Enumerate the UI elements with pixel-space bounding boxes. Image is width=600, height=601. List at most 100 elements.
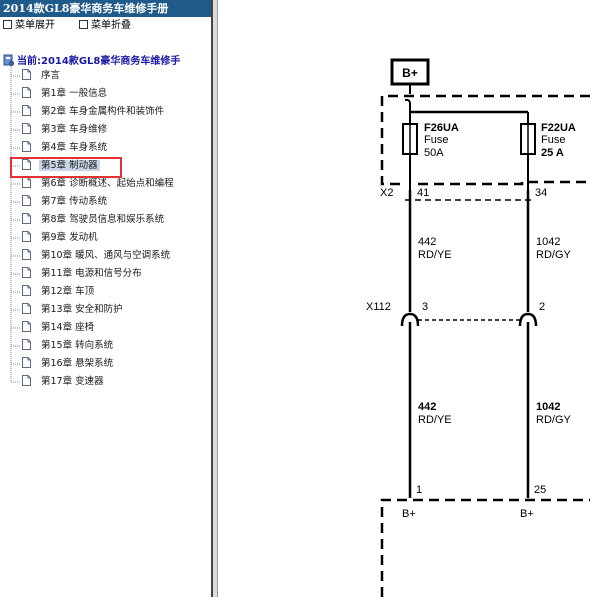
document-icon (22, 195, 31, 206)
power-label: B+ (402, 66, 418, 80)
fuse-block-outline (380, 94, 590, 186)
document-icon (22, 321, 31, 332)
bottom-pin-left: 1 (416, 484, 422, 496)
fuse-right-rating: 25 A (541, 147, 564, 159)
power-box (390, 58, 430, 86)
connector-x112-pin-right: 2 (539, 301, 545, 313)
bottom-label-right: B+ (520, 508, 534, 520)
document-icon (22, 303, 31, 314)
tree-item-label: 第13章 安全和防护 (41, 304, 123, 315)
connector-x2-pin-right: 34 (535, 187, 547, 199)
document-icon (22, 285, 31, 296)
document-icon (22, 357, 31, 368)
menu-toolbar: 菜单展开 菜单折叠 (0, 17, 211, 35)
document-icon (22, 105, 31, 116)
connector-x112-terminal-left (400, 312, 420, 327)
tree-item[interactable]: 第7章 传动系统 (22, 194, 109, 209)
tree-item-label: 第11章 电源和信号分布 (41, 268, 142, 279)
expand-menu-button[interactable]: 菜单展开 (3, 17, 55, 35)
document-icon (22, 141, 31, 152)
collapse-menu-button[interactable]: 菜单折叠 (79, 17, 131, 35)
tree-item[interactable]: 第5章 制动器 (22, 158, 100, 173)
tree-item[interactable]: 第3章 车身维修 (22, 122, 109, 137)
document-icon (22, 87, 31, 98)
document-icon (22, 159, 31, 170)
tree-item[interactable]: 第12章 车顶 (22, 284, 96, 299)
wire-right-upper-color: RD/GY (536, 249, 572, 261)
wiring-diagram: B+ F26UA Fuse 50A F22UA Fuse 25 A X2 41 … (218, 0, 600, 597)
connector-x112-pin-left: 3 (422, 301, 428, 313)
wire-left-upper-circuit: 442 (418, 236, 436, 248)
fuse-left-type: Fuse (424, 134, 448, 146)
tree-item-label: 第14章 座椅 (41, 322, 95, 333)
tree-item-label: 第12章 车顶 (41, 286, 95, 297)
bottom-pin-right: 25 (534, 484, 546, 496)
tree-item-label: 第6章 诊断概述、起始点和编程 (41, 178, 174, 189)
tree-item-label: 序言 (41, 70, 61, 81)
bottom-label-left: B+ (402, 508, 416, 520)
document-icon (22, 69, 31, 80)
fuse-left-rating: 50A (424, 147, 444, 159)
document-icon (22, 267, 31, 278)
selection-highlight-box (10, 157, 122, 178)
tree-item[interactable]: 第4章 车身系统 (22, 140, 109, 155)
tree-item-label: 第7章 传动系统 (41, 196, 108, 207)
collapse-menu-label: 菜单折叠 (91, 20, 131, 31)
wire-left-upper-color: RD/YE (418, 249, 452, 261)
tree-root-label: 当前:2014款GL8豪华商务车维修手 (17, 56, 181, 67)
tree-item[interactable]: 第13章 安全和防护 (22, 302, 125, 317)
tree-item[interactable]: 第1章 一般信息 (22, 86, 109, 101)
connector-x112-terminal-right (518, 312, 538, 327)
bus-hook (404, 98, 411, 112)
tree-item[interactable]: 第15章 转向系统 (22, 338, 115, 353)
tree-item-label: 第15章 转向系统 (41, 340, 114, 351)
tree-item-label: 第9章 发动机 (41, 232, 98, 243)
tree-item[interactable]: 第6章 诊断概述、起始点和编程 (22, 176, 176, 191)
tree-item-label: 第2章 车身金属构件和装饰件 (41, 106, 165, 117)
wire-left-lower-circuit: 442 (418, 401, 436, 413)
sidebar-navigation: 2014款GL8豪华商务车维修手册 菜单展开 菜单折叠 当前:2014款GL8豪… (0, 0, 211, 597)
tree-item-label: 第8章 驾驶员信息和娱乐系统 (41, 214, 165, 225)
wiring-diagram-canvas: B+ F26UA Fuse 50A F22UA Fuse 25 A X2 41 … (366, 58, 590, 597)
manual-root-icon (3, 54, 14, 66)
pane-splitter[interactable] (211, 0, 218, 597)
document-icon (22, 177, 31, 188)
tree-item[interactable]: 第8章 驾驶员信息和娱乐系统 (22, 212, 166, 227)
document-icon (22, 375, 31, 386)
tree-connector-lines (10, 64, 21, 383)
document-icon (22, 339, 31, 350)
expand-menu-label: 菜单展开 (15, 20, 55, 31)
document-icon (22, 231, 31, 242)
tree-item-label: 第17章 变速器 (41, 376, 104, 387)
fuse-block-outline-lower (418, 180, 590, 186)
wire-right-lower-color: RD/GY (536, 414, 572, 426)
document-icon (22, 123, 31, 134)
tree-item[interactable]: 第2章 车身金属构件和装饰件 (22, 104, 166, 119)
tree-item[interactable]: 序言 (22, 68, 62, 83)
tree-item[interactable]: 第16章 悬架系统 (22, 356, 115, 371)
fuse-right-id: F22UA (541, 122, 576, 134)
wire-right-upper-circuit: 1042 (536, 236, 560, 248)
tree-root-node[interactable]: 当前:2014款GL8豪华商务车维修手 (3, 52, 180, 67)
connector-x2-pin-left: 41 (417, 187, 429, 199)
lower-component-outline (380, 498, 590, 597)
tree-item-label: 第10章 暖风、通风与空调系统 (41, 250, 171, 261)
tree-item-label: 第3章 车身维修 (41, 124, 108, 135)
tree-item-label: 第16章 悬架系统 (41, 358, 114, 369)
wire-right-lower-circuit: 1042 (536, 401, 560, 413)
collapse-icon (79, 20, 88, 29)
tree-item-label: 第1章 一般信息 (41, 88, 108, 99)
tree-item[interactable]: 第9章 发动机 (22, 230, 100, 245)
tree-item[interactable]: 第10章 暖风、通风与空调系统 (22, 248, 172, 263)
expand-icon (3, 20, 12, 29)
document-icon (22, 213, 31, 224)
tree-item[interactable]: 第17章 变速器 (22, 374, 106, 389)
tree-item-label: 第5章 制动器 (39, 160, 100, 171)
tree-item[interactable]: 第14章 座椅 (22, 320, 96, 335)
fuse-left-id: F26UA (424, 122, 459, 134)
document-icon (22, 249, 31, 260)
window-title: 2014款GL8豪华商务车维修手册 (0, 0, 211, 17)
tree-item-label: 第4章 车身系统 (41, 142, 108, 153)
tree-item[interactable]: 第11章 电源和信号分布 (22, 266, 144, 281)
connector-x112-label: X112 (366, 301, 391, 313)
